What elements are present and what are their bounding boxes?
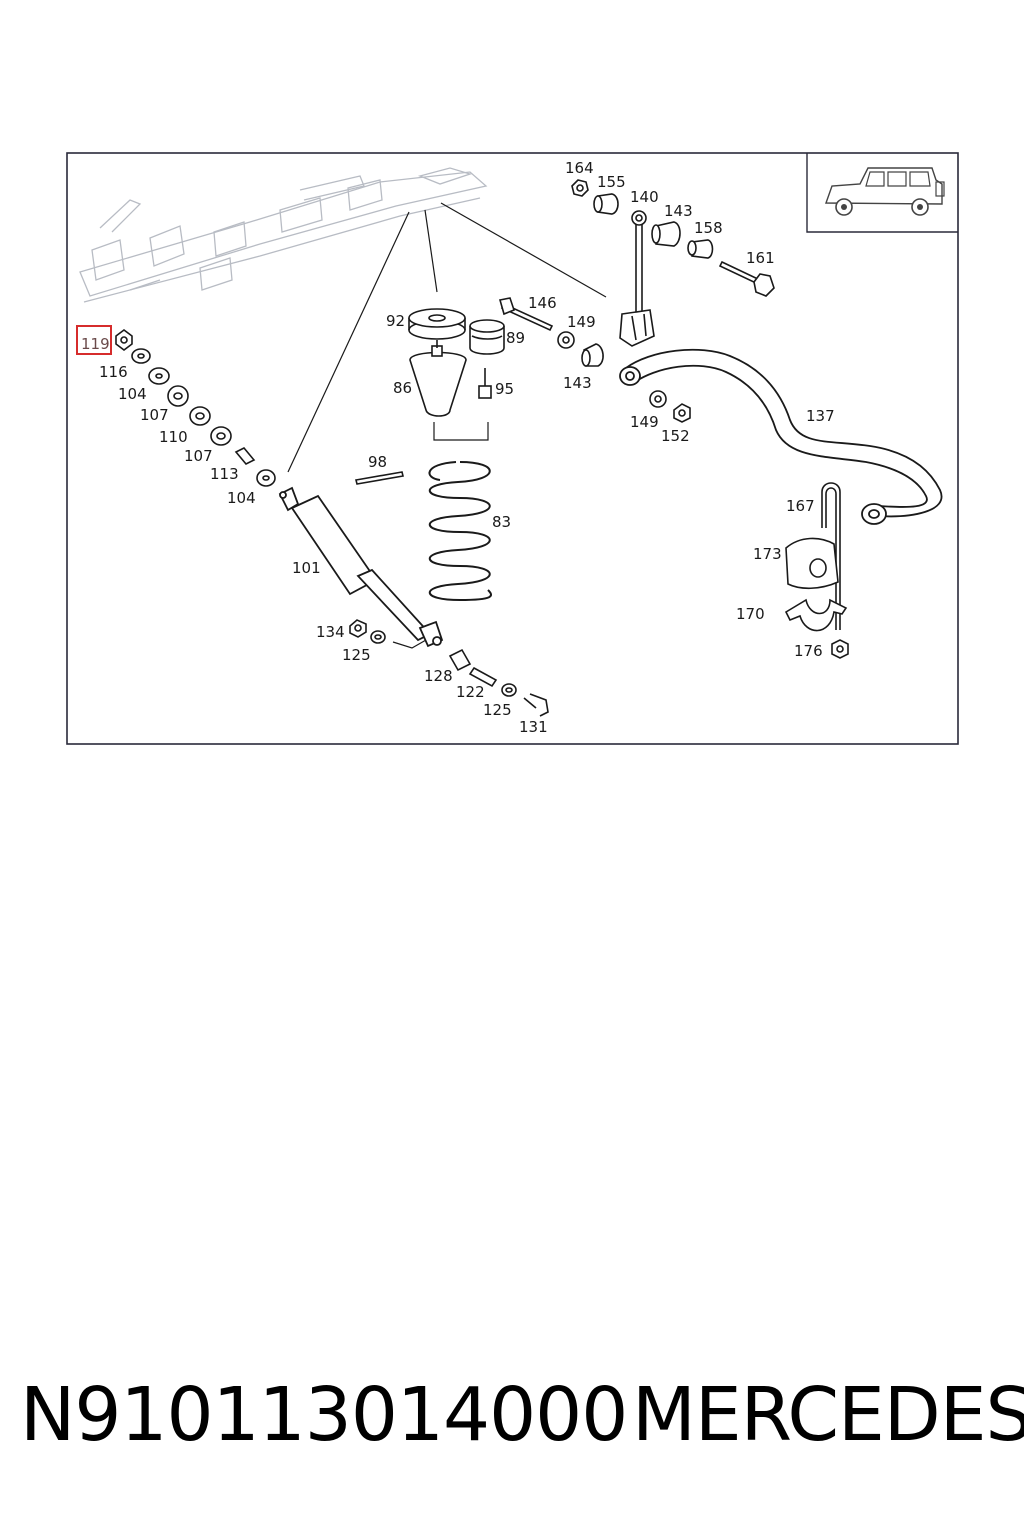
label-158: 158: [694, 219, 723, 237]
label-131: 131: [519, 718, 548, 736]
label-149-top: 149: [567, 313, 596, 331]
label-101: 101: [292, 559, 321, 577]
label-92: 92: [386, 312, 405, 330]
label-116: 116: [99, 363, 128, 381]
chassis-frame-ghost: [79, 167, 488, 303]
label-164: 164: [565, 159, 594, 177]
label-143-lower: 143: [563, 374, 592, 392]
label-137: 137: [806, 407, 835, 425]
leader-lines: [287, 202, 607, 649]
label-149-lower: 149: [630, 413, 659, 431]
label-128: 128: [424, 667, 453, 685]
label-125-right: 125: [483, 701, 512, 719]
label-107-lower: 107: [184, 447, 213, 465]
highlight-box: [76, 325, 112, 355]
label-155: 155: [597, 173, 626, 191]
label-113: 113: [210, 465, 239, 483]
washer-stack-left: [115, 329, 276, 487]
label-107-top: 107: [140, 406, 169, 424]
part-number: N910113014000: [20, 1372, 628, 1458]
bracket-assembly: [784, 482, 849, 659]
label-98: 98: [368, 453, 387, 471]
label-110: 110: [159, 428, 188, 446]
spring-pad-92: [408, 308, 466, 340]
label-161: 161: [746, 249, 775, 267]
rubber-mount-89: [469, 319, 505, 355]
label-104-lower: 104: [227, 489, 256, 507]
coil-spring-83: [428, 461, 492, 602]
label-122: 122: [456, 683, 485, 701]
label-152: 152: [661, 427, 690, 445]
diagram-frame: [66, 152, 959, 745]
part-labels: 164 155 140 143 158 161 92 89 146 149 86…: [99, 159, 835, 736]
label-86: 86: [393, 379, 412, 397]
label-125-left: 125: [342, 646, 371, 664]
bolt-95: [478, 368, 492, 399]
lower-fasteners: [349, 619, 549, 717]
label-104-top: 104: [118, 385, 147, 403]
label-134: 134: [316, 623, 345, 641]
label-95: 95: [495, 380, 514, 398]
stabilizer-bar-137: [619, 348, 943, 525]
label-83: 83: [492, 513, 511, 531]
bump-stop-86: [409, 340, 467, 417]
stabilizer-link-parts: [498, 179, 775, 423]
label-146: 146: [528, 294, 557, 312]
label-176: 176: [794, 642, 823, 660]
vehicle-thumbnail: [806, 153, 958, 233]
shock-absorber-101: [278, 486, 444, 648]
parts-diagram: 119 164 155 140 143 158 161 92 89 146 14…: [66, 152, 959, 745]
label-173: 173: [753, 545, 782, 563]
brand-name: MERCEDES: [632, 1372, 1024, 1458]
label-167: 167: [786, 497, 815, 515]
pin-98: [355, 471, 404, 485]
label-89: 89: [506, 329, 525, 347]
label-143: 143: [664, 202, 693, 220]
part-footer: N910113014000 MERCEDES: [20, 1372, 1024, 1472]
label-170: 170: [736, 605, 765, 623]
label-140: 140: [630, 188, 659, 206]
label-119-highlighted: 119: [81, 335, 110, 353]
